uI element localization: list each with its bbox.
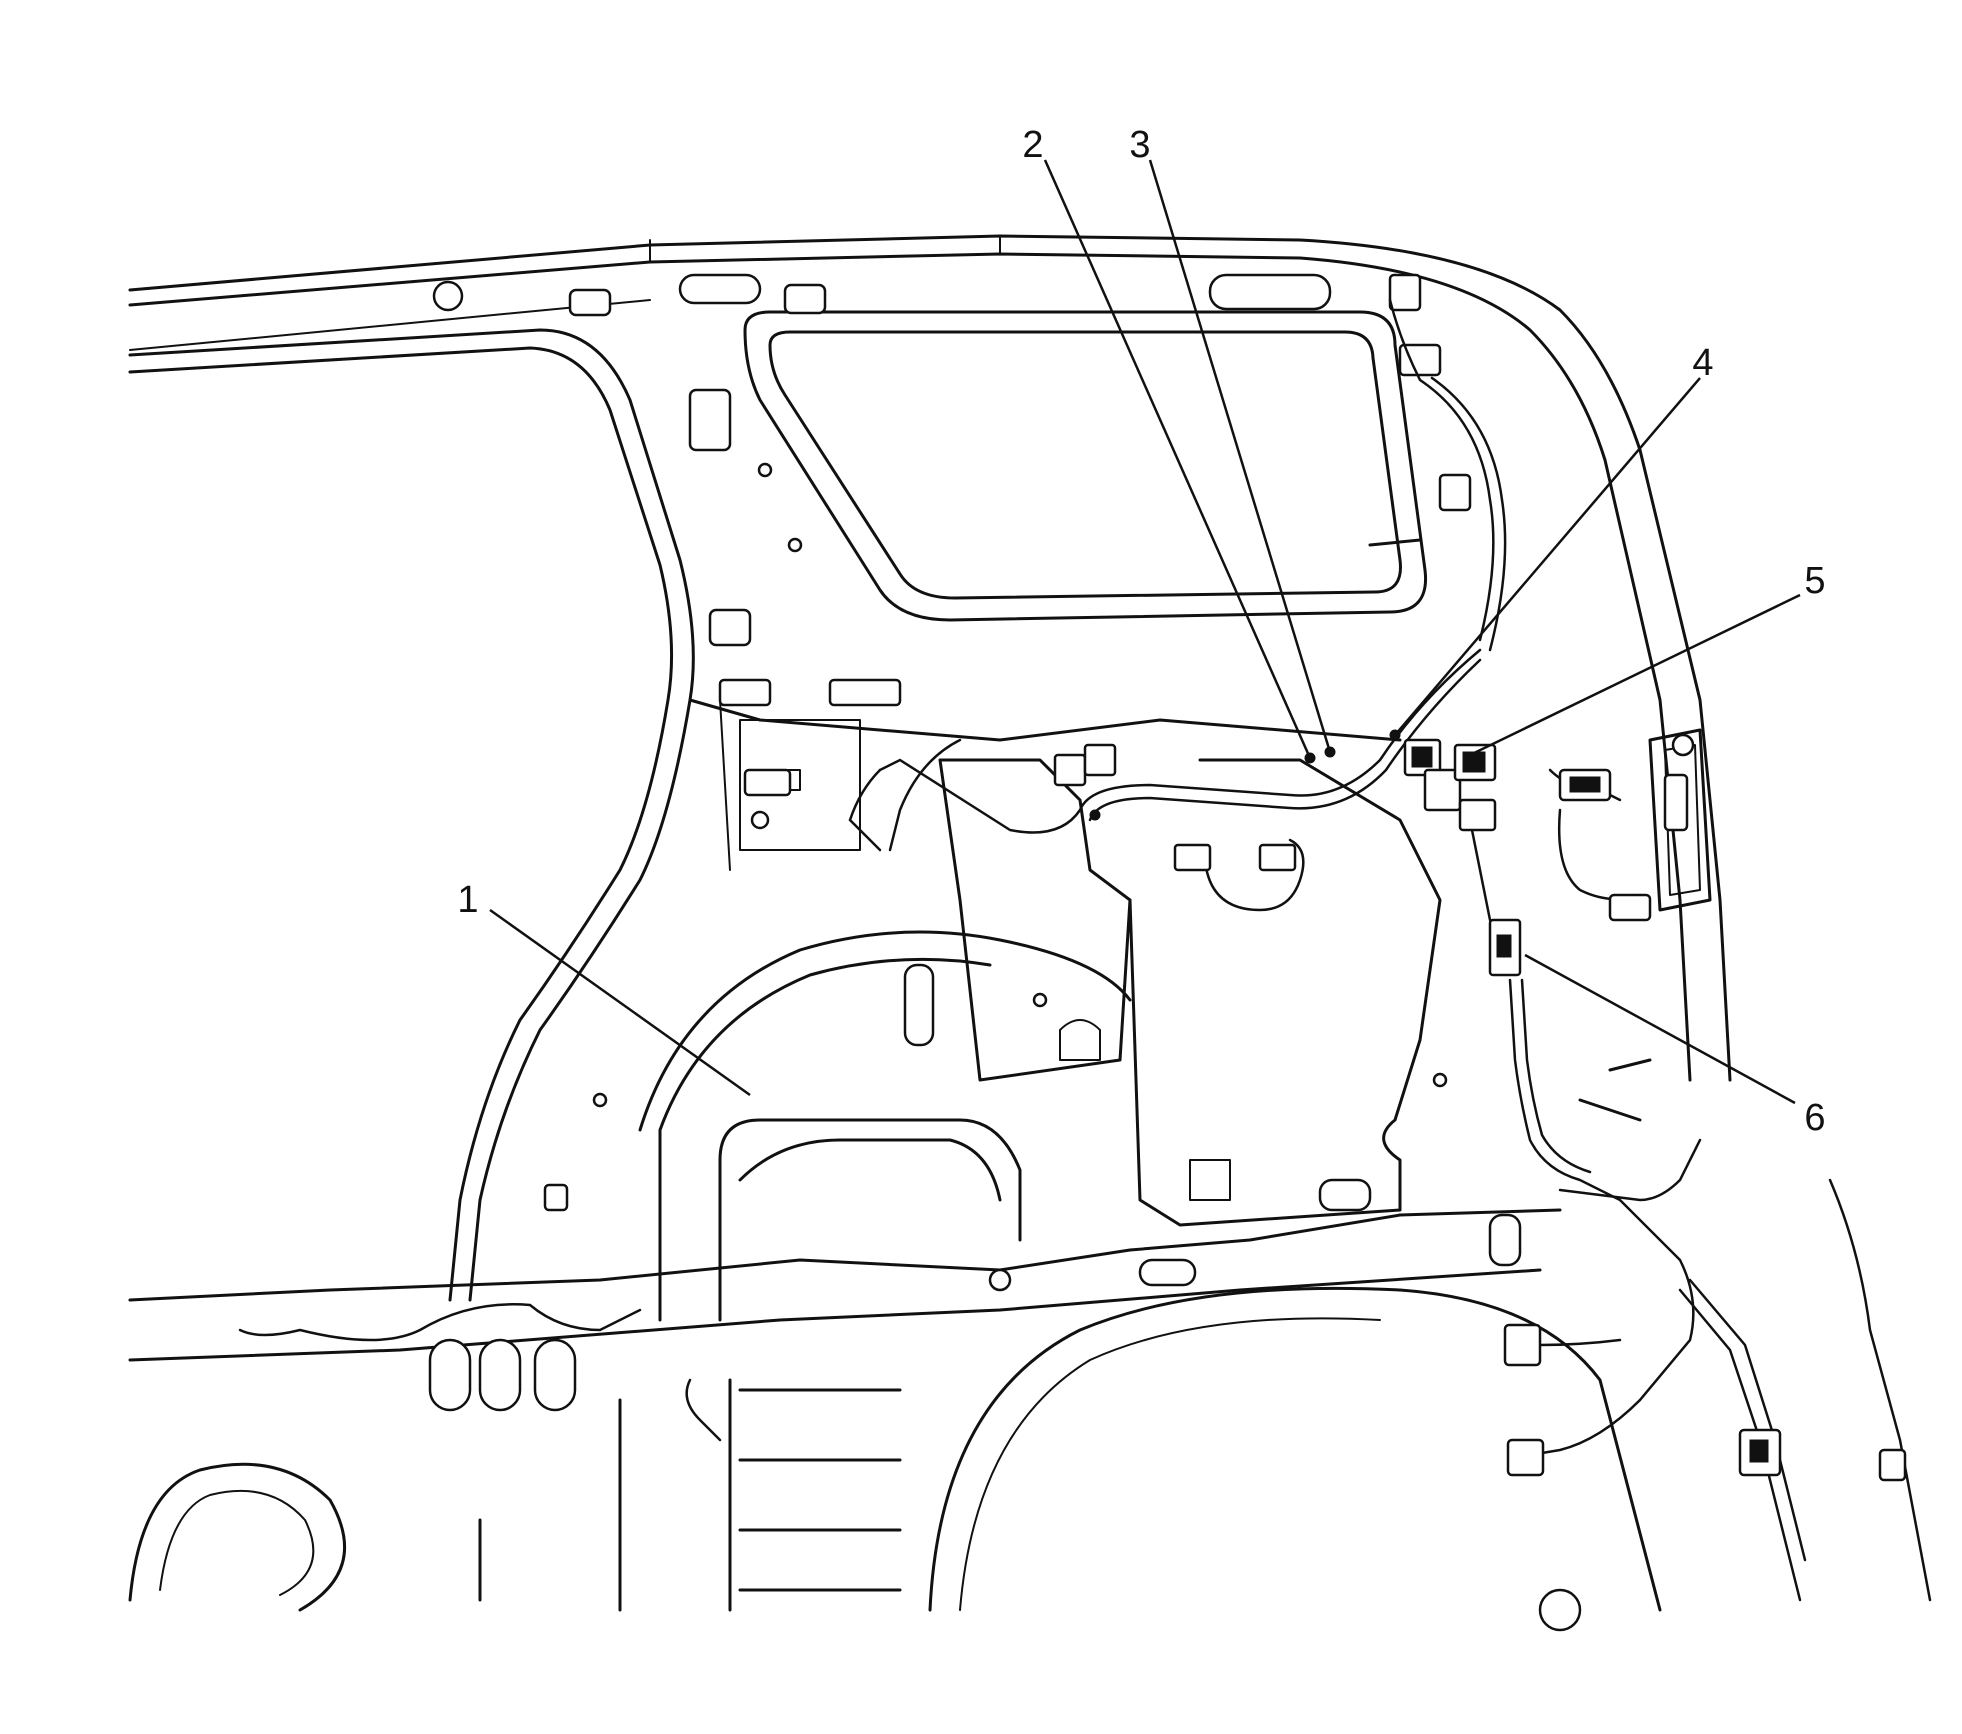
leader-6 bbox=[1524, 953, 1796, 1105]
leader-5 bbox=[1469, 593, 1801, 757]
leader-3 bbox=[1148, 159, 1332, 753]
leader-1 bbox=[489, 908, 751, 1097]
callout-labels: 1 2 3 4 5 6 bbox=[457, 124, 1825, 1139]
leader-2 bbox=[1043, 159, 1312, 759]
vehicle-body bbox=[128, 234, 1732, 1632]
callout-6: 6 bbox=[1804, 1097, 1825, 1139]
leader-4 bbox=[1394, 377, 1701, 736]
callout-3: 3 bbox=[1129, 124, 1150, 166]
wiring-harness bbox=[238, 298, 1932, 1602]
connectors bbox=[1053, 729, 1907, 1482]
callout-4: 4 bbox=[1692, 342, 1713, 384]
callout-2: 2 bbox=[1022, 124, 1043, 166]
callout-5: 5 bbox=[1804, 560, 1825, 602]
callout-1: 1 bbox=[457, 879, 478, 921]
callout-leaders bbox=[489, 159, 1801, 1105]
